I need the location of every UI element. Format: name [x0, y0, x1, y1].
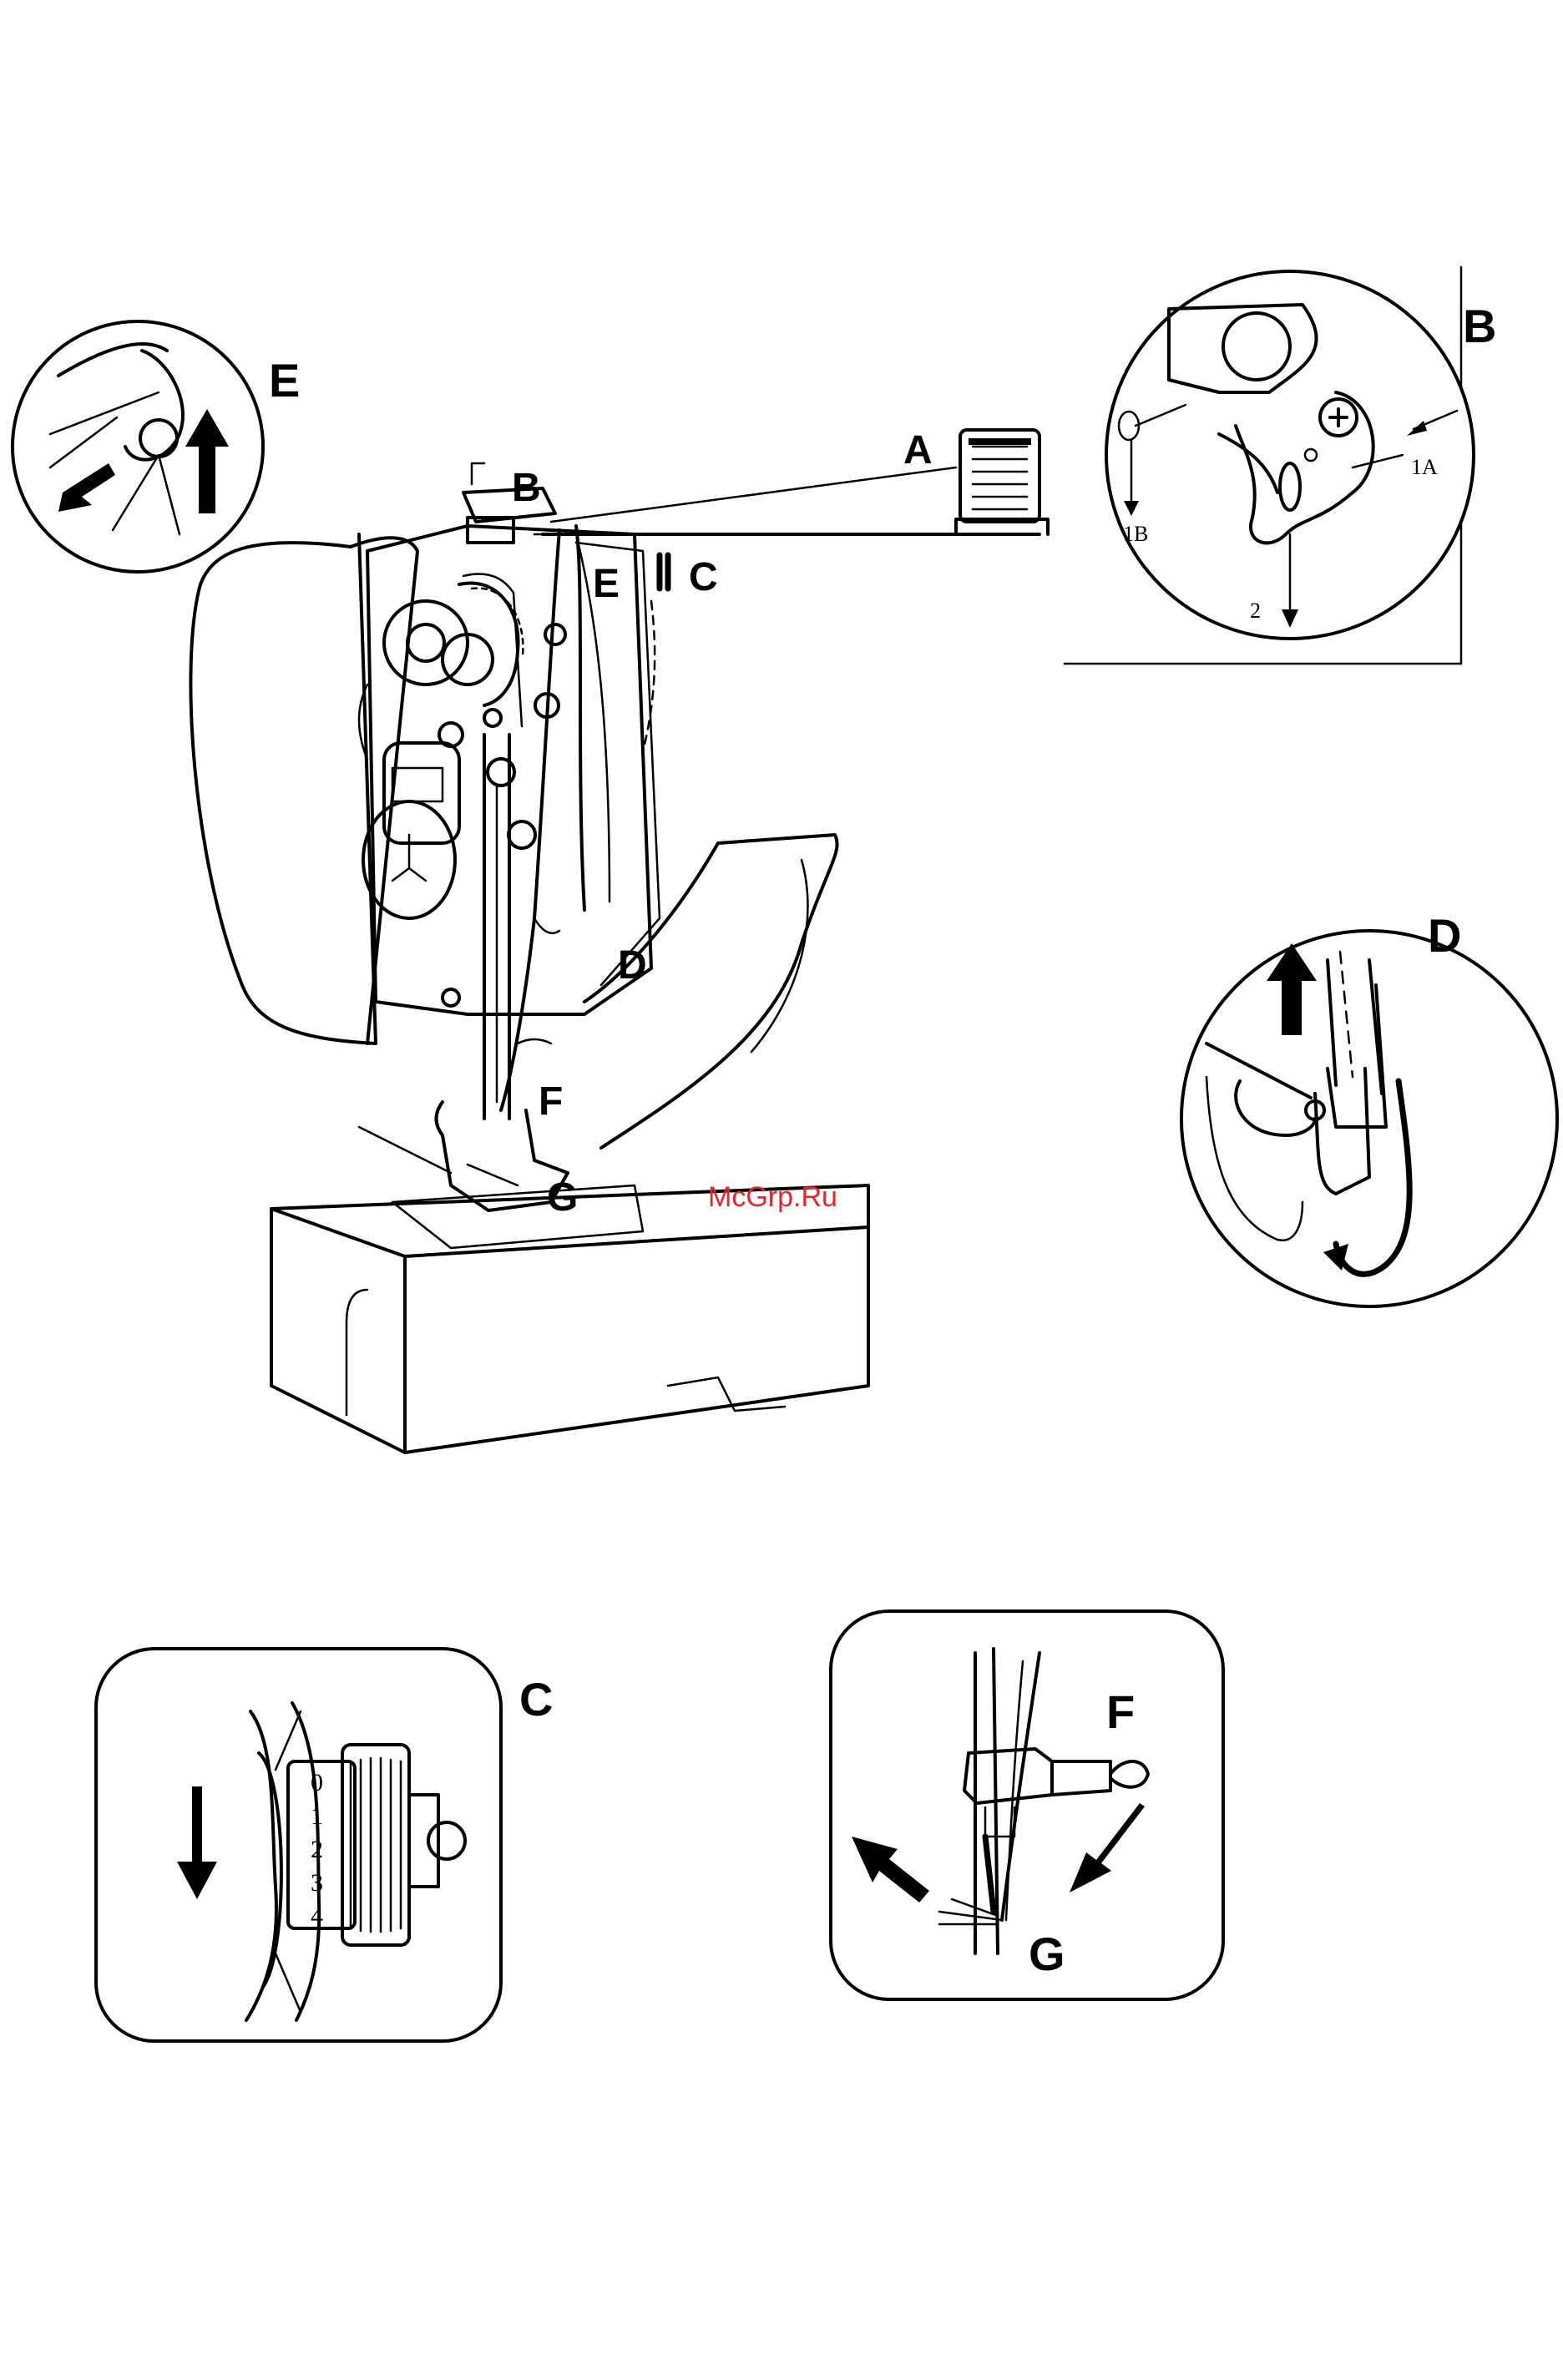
label-D: D	[618, 943, 647, 988]
label-B: B	[512, 466, 541, 510]
dial-number-4: 4	[311, 1902, 323, 1930]
detail-e-thread-guide	[13, 321, 263, 572]
detail-e-title: E	[269, 354, 300, 407]
dial-number-3: 3	[311, 1869, 323, 1897]
detail-c-title: C	[519, 1673, 553, 1726]
dial-number-0: 0	[311, 1769, 323, 1796]
label-A: A	[903, 428, 933, 472]
label-E: E	[593, 562, 620, 606]
detail-c-tension-dial	[96, 1649, 501, 2041]
label-F: F	[539, 1079, 563, 1124]
detail-d-title: D	[1428, 909, 1461, 962]
detail-fg-needle-threading	[831, 1611, 1223, 1999]
detail-d-take-up-lever	[1181, 931, 1557, 1306]
label-G: G	[547, 1175, 578, 1220]
detail-f-title: F	[1106, 1685, 1135, 1738]
detail-b-step-1B: 1B	[1123, 522, 1148, 546]
detail-b-step-2: 2	[1250, 599, 1261, 623]
dial-number-2: 2	[311, 1836, 323, 1863]
watermark-text: McGrp.Ru	[708, 1181, 837, 1213]
detail-b-title: B	[1463, 300, 1496, 352]
detail-b-step-1A: 1A	[1411, 455, 1438, 479]
label-C: C	[689, 555, 718, 599]
detail-g-title: G	[1029, 1928, 1065, 1980]
dial-number-1: 1	[311, 1802, 323, 1830]
